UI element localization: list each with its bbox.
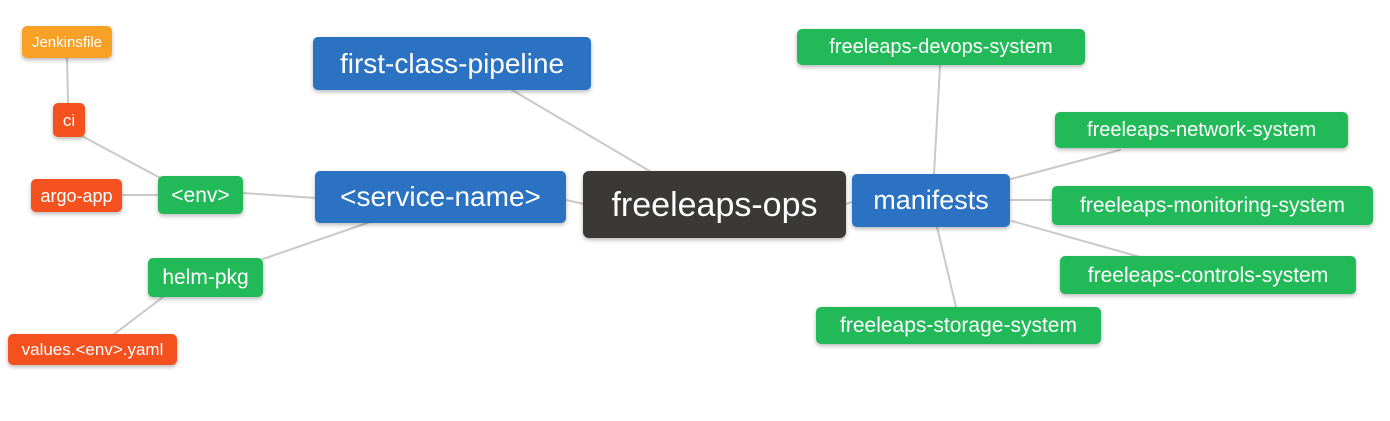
- edge-servicename-ops: [565, 199, 585, 205]
- edge-env-servicename: [242, 192, 317, 199]
- node-service-name[interactable]: <service-name>: [315, 171, 566, 223]
- edge-servicename-helmpkg: [262, 221, 371, 260]
- node-env[interactable]: <env>: [158, 176, 243, 214]
- node-freeleaps-devops-system[interactable]: freeleaps-devops-system: [797, 29, 1085, 65]
- node-freeleaps-monitoring-system[interactable]: freeleaps-monitoring-system: [1052, 186, 1373, 225]
- node-argo-app[interactable]: argo-app: [31, 179, 122, 212]
- edge-manifests-storage: [936, 226, 957, 308]
- edge-manifests-network: [1010, 149, 1121, 180]
- edge-manifests-controls: [1011, 220, 1141, 258]
- node-helm-pkg[interactable]: helm-pkg: [148, 258, 263, 297]
- edge-jenkinsfile-ci: [66, 57, 69, 104]
- edge-ops-manifests: [845, 201, 853, 205]
- node-freeleaps-network-system[interactable]: freeleaps-network-system: [1055, 112, 1348, 148]
- edge-manifests-devops: [933, 65, 941, 175]
- edge-pipeline-ops: [511, 89, 654, 174]
- node-jenkinsfile[interactable]: Jenkinsfile: [22, 26, 112, 58]
- node-manifests[interactable]: manifests: [852, 174, 1010, 227]
- edge-helmpkg-values: [112, 296, 164, 336]
- node-ci[interactable]: ci: [53, 103, 85, 137]
- edge-ci-env: [79, 134, 165, 181]
- node-freeleaps-storage-system[interactable]: freeleaps-storage-system: [816, 307, 1101, 344]
- node-freeleaps-ops[interactable]: freeleaps-ops: [583, 171, 846, 238]
- node-values-env-yaml[interactable]: values.<env>.yaml: [8, 334, 177, 365]
- node-freeleaps-controls-system[interactable]: freeleaps-controls-system: [1060, 256, 1356, 294]
- node-first-class-pipeline[interactable]: first-class-pipeline: [313, 37, 591, 90]
